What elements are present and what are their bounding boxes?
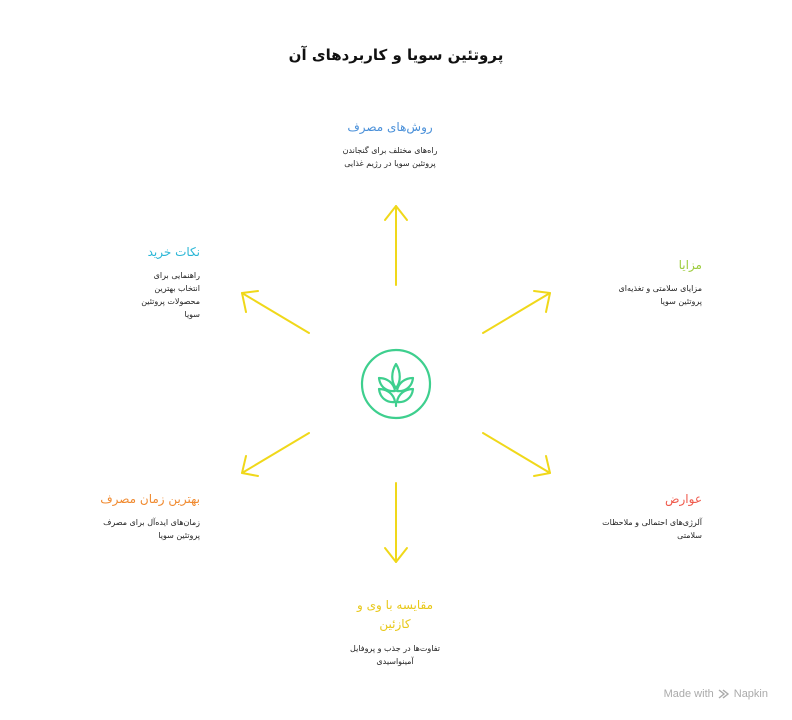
arrow-comparison xyxy=(384,482,408,563)
arrow-tips-shaft xyxy=(241,292,310,334)
arrow-usage-head xyxy=(384,205,408,221)
tips-description: راهنمایی برای انتخاب بهترین محصولات پروت… xyxy=(92,269,200,321)
benefits-line: مزایای سلامتی و تغذیه‌ای xyxy=(618,284,702,293)
usage-description: راه‌های مختلف برای گنجاندن پروتئین سویا … xyxy=(320,144,460,170)
side-effects-line: سلامتی xyxy=(677,531,702,540)
tips-heading: نکات خرید xyxy=(147,245,200,259)
tips-line: سویا xyxy=(184,310,200,319)
best-time-description: زمان‌های ایده‌آل برای مصرف پروتئین سویا xyxy=(90,516,200,542)
watermark-label: Made with xyxy=(663,688,714,700)
node-side-effects: عوارض آلرژی‌های احتمالی و ملاحظات سلامتی xyxy=(592,490,702,542)
napkin-logo-icon xyxy=(718,689,729,699)
tips-line: راهنمایی برای xyxy=(153,271,200,280)
arrow-usage xyxy=(384,205,408,286)
arrow-best-time-shaft xyxy=(241,432,310,474)
side-effects-heading: عوارض xyxy=(665,492,702,506)
node-benefits: مزایا مزایای سلامتی و تغذیه‌ای پروتئین س… xyxy=(592,256,702,308)
arrow-benefits xyxy=(482,290,551,334)
node-best-time: بهترین زمان مصرف زمان‌های ایده‌آل برای م… xyxy=(90,490,200,542)
best-time-line: پروتئین سویا xyxy=(158,531,200,540)
usage-line: پروتئین سویا در رژیم غذایی xyxy=(344,159,436,168)
arrow-side-effects-shaft xyxy=(482,432,551,474)
napkin-watermark[interactable]: Made with Napkin xyxy=(664,688,768,700)
arrow-side-effects-head xyxy=(533,455,551,477)
arrow-benefits-shaft xyxy=(482,292,551,334)
tips-line: انتخاب بهترین xyxy=(154,284,200,293)
usage-heading: روش‌های مصرف xyxy=(347,120,433,134)
arrow-tips xyxy=(241,290,310,334)
arrow-tips-head xyxy=(241,290,259,313)
arrow-best-time-head xyxy=(241,455,259,477)
node-buying-tips: نکات خرید راهنمایی برای انتخاب بهترین مح… xyxy=(92,243,200,321)
node-comparison: مقایسه با وی و کازئین تفاوت‌ها در جذب و … xyxy=(325,596,465,668)
page-title: پروتئین سویا و کاربردهای آن xyxy=(288,46,504,64)
benefits-heading: مزایا xyxy=(678,258,702,272)
tips-line: محصولات پروتئین xyxy=(141,297,200,306)
comparison-heading-line: کازئین xyxy=(379,617,411,631)
comparison-line: آمینواسیدی xyxy=(376,657,414,666)
node-usage: روش‌های مصرف راه‌های مختلف برای گنجاندن … xyxy=(320,118,460,170)
side-effects-line: آلرژی‌های احتمالی و ملاحظات xyxy=(602,518,702,527)
best-time-heading: بهترین زمان مصرف xyxy=(100,492,200,506)
arrow-best-time xyxy=(241,432,310,477)
watermark-brand: Napkin xyxy=(733,688,768,700)
arrow-group xyxy=(241,205,551,563)
sprout-icon xyxy=(360,348,432,420)
best-time-line: زمان‌های ایده‌آل برای مصرف xyxy=(103,518,200,527)
arrow-benefits-head xyxy=(533,290,551,313)
usage-line: راه‌های مختلف برای گنجاندن xyxy=(342,146,438,155)
comparison-line: تفاوت‌ها در جذب و پروفایل xyxy=(350,644,440,653)
arrow-side-effects xyxy=(482,432,551,477)
benefits-line: پروتئین سویا xyxy=(660,297,702,306)
comparison-heading: مقایسه با وی و کازئین xyxy=(325,596,465,634)
side-effects-description: آلرژی‌های احتمالی و ملاحظات سلامتی xyxy=(592,516,702,542)
comparison-heading-line: مقایسه با وی و xyxy=(356,598,434,612)
arrow-comparison-head xyxy=(384,547,408,563)
comparison-description: تفاوت‌ها در جذب و پروفایل آمینواسیدی xyxy=(325,642,465,668)
benefits-description: مزایای سلامتی و تغذیه‌ای پروتئین سویا xyxy=(592,282,702,308)
